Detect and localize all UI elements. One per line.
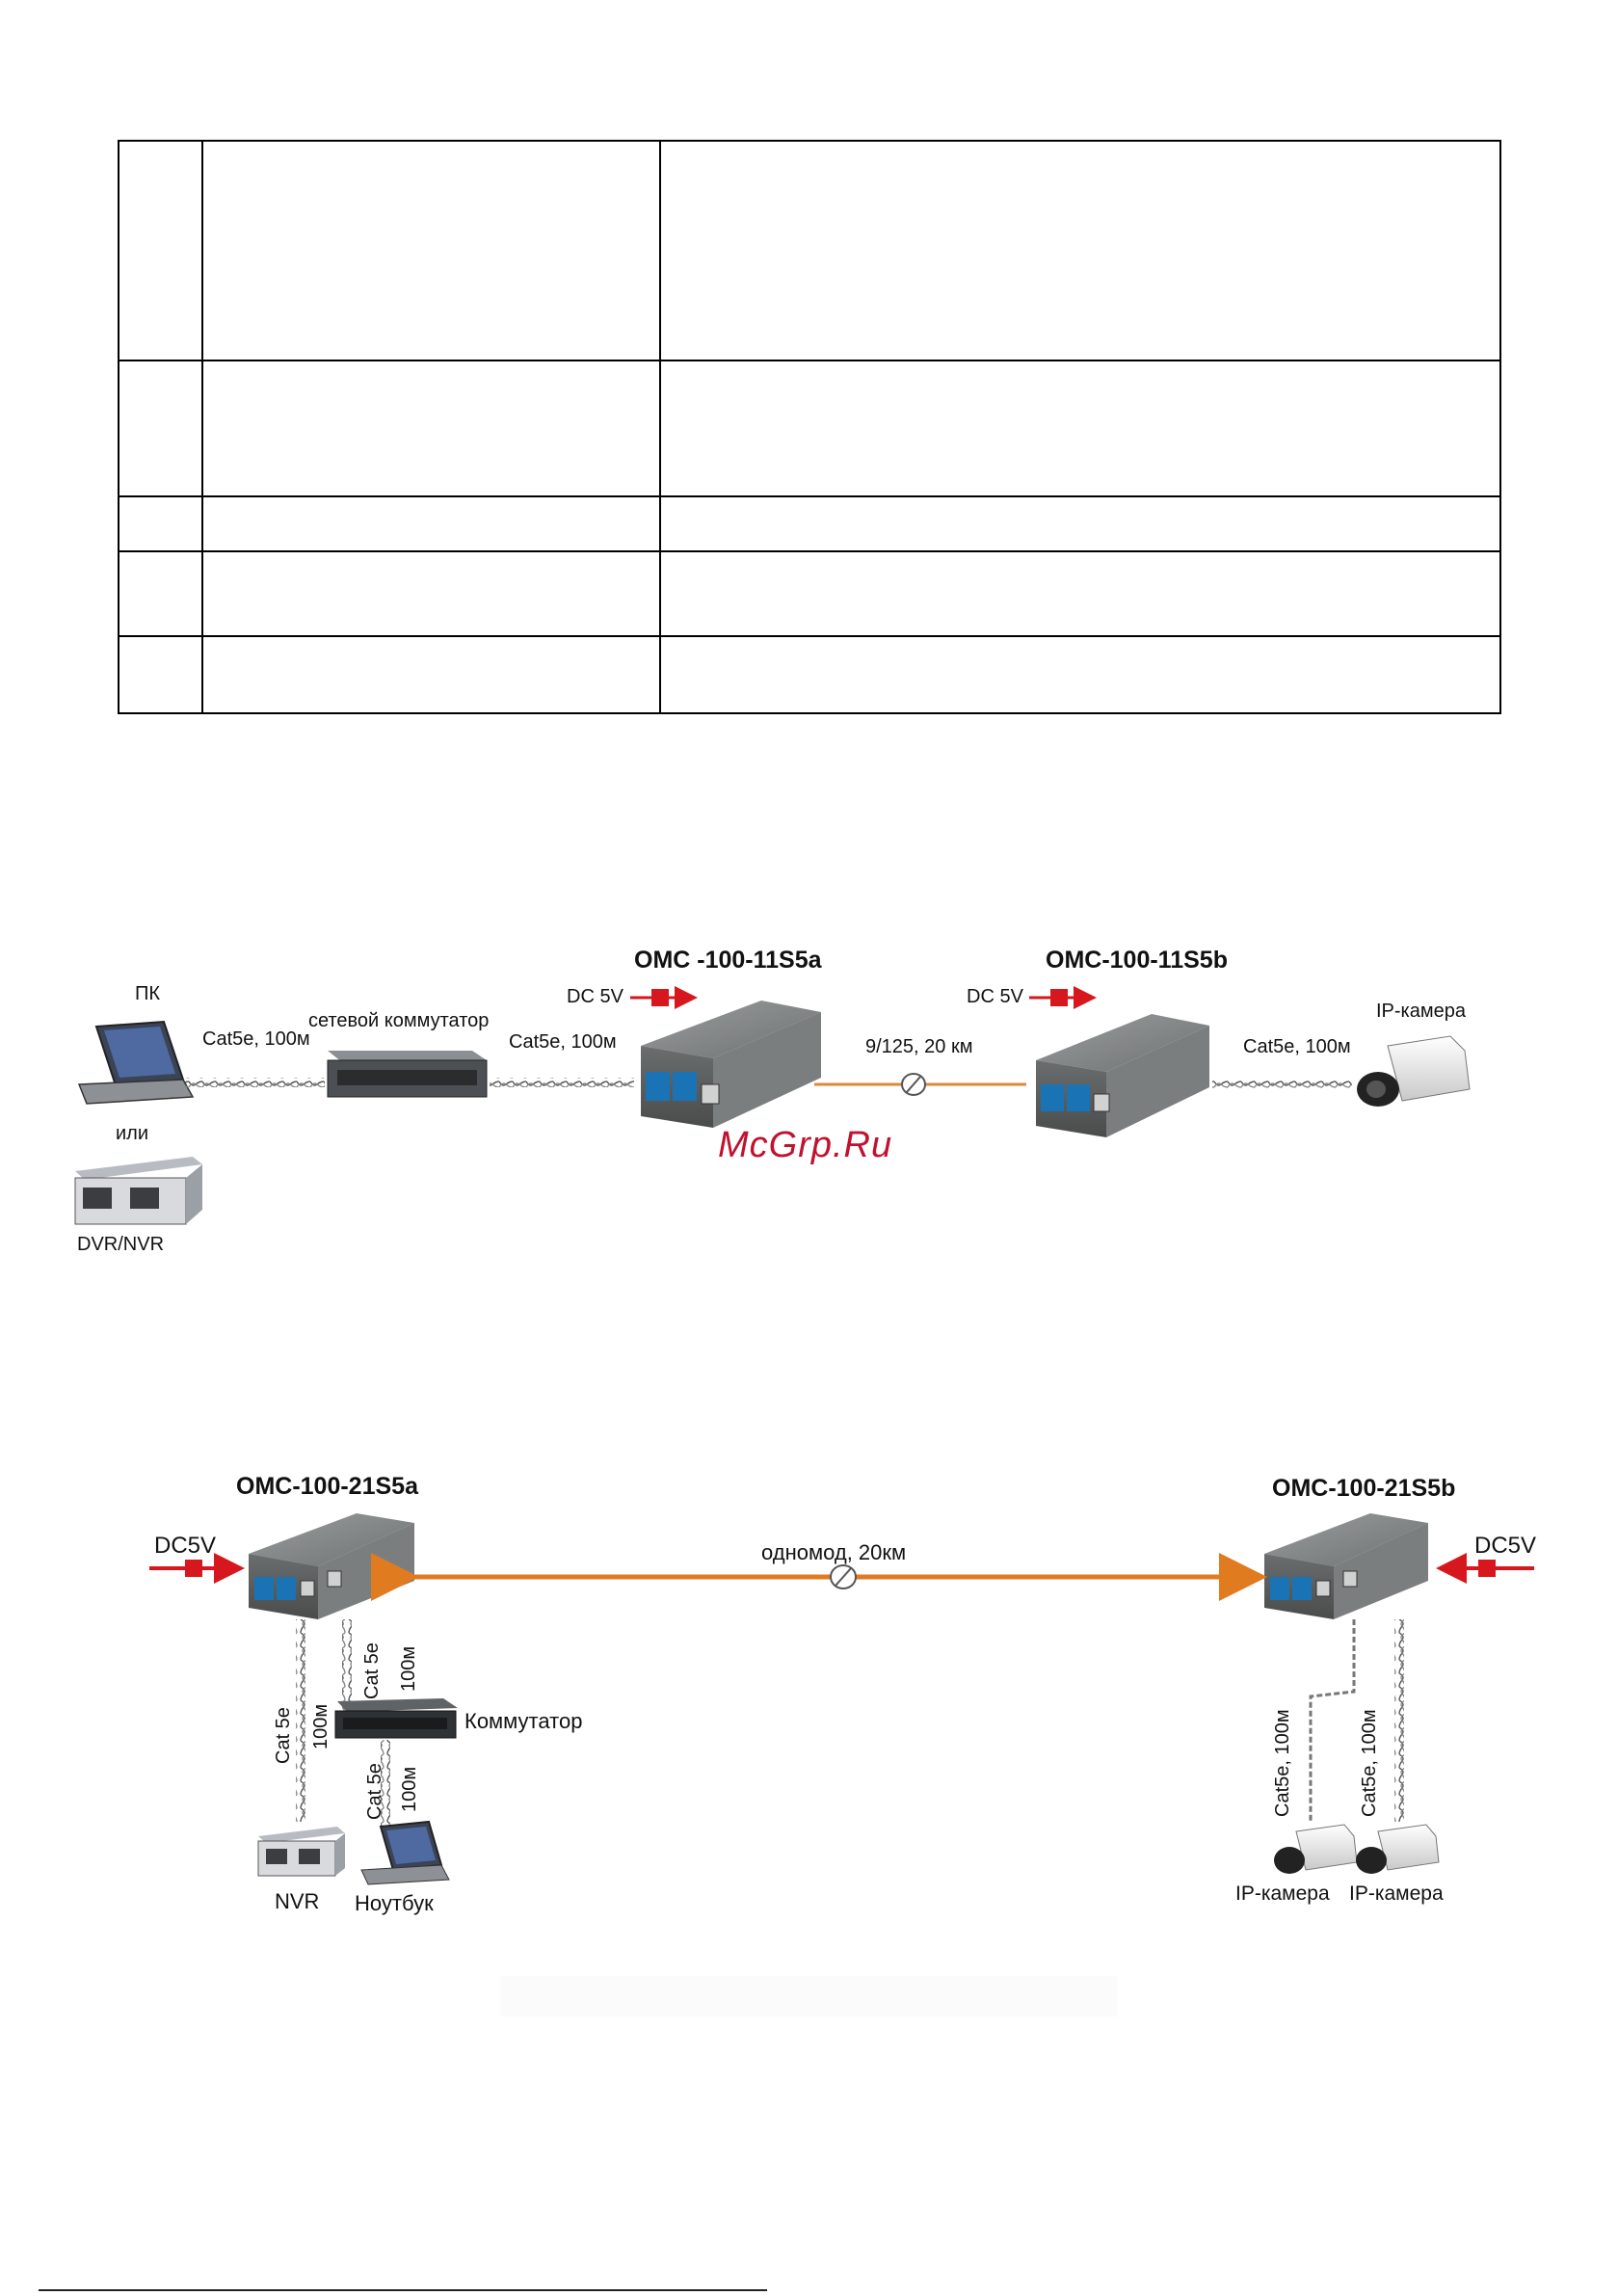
cable-down-label: Cat 5e — [364, 1763, 385, 1820]
nvr-icon — [257, 1827, 345, 1877]
cable-camera-1 — [1309, 1619, 1356, 1822]
table-cell-value — [659, 550, 1501, 637]
power-21a-label: DC5V — [154, 1533, 217, 1559]
fiber-symbol-2-icon — [830, 1564, 857, 1589]
spec-table — [118, 140, 1501, 714]
power-arrow-b-icon — [1029, 986, 1097, 1009]
table-cell-num — [118, 550, 203, 637]
cable-converter-camera — [1212, 1080, 1352, 1089]
table-cell-num — [118, 140, 203, 361]
cable-label-2: Cat5e, 100м — [509, 1031, 617, 1053]
cable-main-len: 100м — [310, 1703, 332, 1749]
table-cell-name — [201, 140, 661, 361]
model-a-label: OMC -100-11S5a — [634, 947, 822, 974]
cable-switch-converter — [490, 1078, 634, 1087]
table-cell-name — [201, 360, 661, 497]
pc-label: ПК — [135, 983, 161, 1004]
switch-2-icon — [334, 1698, 458, 1739]
camera-label: IP-камера — [1376, 1001, 1466, 1022]
cam-cable-1-label: Cat5e, 100м — [1272, 1709, 1293, 1817]
faded-caption-bar — [501, 1976, 1118, 2016]
cable-switch-laptop — [381, 1740, 390, 1827]
table-cell-value — [659, 495, 1501, 552]
power-arrow-21a-icon — [149, 1553, 245, 1584]
power-21b-label: DC5V — [1474, 1533, 1537, 1559]
dvr-nvr-label: DVR/NVR — [77, 1234, 165, 1255]
fiber-2-label: одномод, 20км — [761, 1540, 907, 1564]
ip-camera-icon — [1357, 1035, 1471, 1107]
cable-main-label: Cat 5e — [273, 1707, 294, 1764]
table-cell-num — [118, 360, 203, 497]
cable-pc-switch — [185, 1078, 325, 1087]
cable-converter-switch — [342, 1619, 352, 1711]
media-converter-b-icon — [1036, 1014, 1209, 1137]
media-converter-21a-icon — [249, 1513, 414, 1619]
table-cell-num — [118, 495, 203, 552]
media-converter-21b-icon — [1264, 1513, 1428, 1619]
cable-camera-2 — [1394, 1619, 1404, 1822]
table-row — [118, 495, 1501, 552]
table-cell-value — [659, 360, 1501, 497]
table-cell-name — [201, 550, 661, 637]
ip-camera-2-icon — [1356, 1824, 1440, 1874]
footer-line — [39, 2289, 767, 2291]
camera-1-label: IP-камера — [1235, 1882, 1330, 1905]
power-arrow-a-icon — [630, 986, 698, 1009]
camera-2-label: IP-камера — [1349, 1882, 1444, 1905]
table-row — [118, 635, 1501, 714]
cable-label-3: Cat5e, 100м — [1243, 1036, 1351, 1057]
model-21b-label: OMC-100-21S5b — [1272, 1475, 1456, 1502]
or-label: или — [116, 1123, 149, 1144]
laptop-2-icon — [360, 1820, 450, 1885]
cable-label-1: Cat5e, 100м — [202, 1028, 310, 1050]
cam-cable-2-label: Cat5e, 100м — [1359, 1709, 1380, 1817]
table-row — [118, 550, 1501, 637]
cable-down-len: 100м — [399, 1766, 420, 1812]
table-row — [118, 360, 1501, 497]
model-21a-label: OMC-100-21S5a — [236, 1473, 418, 1500]
power-b-label: DC 5V — [967, 986, 1023, 1007]
model-b-label: OMC-100-11S5b — [1046, 947, 1228, 974]
cable-up-len: 100м — [398, 1645, 419, 1692]
table-cell-value — [659, 140, 1501, 361]
dvr-nvr-icon — [74, 1157, 202, 1225]
laptop-label: Ноутбук — [355, 1891, 434, 1915]
cable-converter-nvr — [296, 1619, 305, 1822]
switch-2-label: Коммутатор — [464, 1709, 583, 1733]
fiber-symbol-icon — [901, 1073, 926, 1096]
laptop-pc-icon — [77, 1020, 195, 1105]
table-cell-name — [201, 635, 661, 714]
media-converter-a-icon — [641, 1001, 821, 1128]
table-cell-num — [118, 635, 203, 714]
cable-up-label: Cat 5e — [361, 1642, 383, 1699]
power-a-label: DC 5V — [567, 986, 623, 1007]
table-cell-name — [201, 495, 661, 552]
network-switch-icon — [327, 1051, 488, 1098]
switch-label: сетевой коммутатор — [308, 1010, 490, 1031]
table-row — [118, 140, 1501, 361]
watermark-text: McGrp.Ru — [718, 1125, 893, 1165]
table-cell-value — [659, 635, 1501, 714]
fiber-label: 9/125, 20 км — [865, 1036, 973, 1057]
nvr-label: NVR — [275, 1889, 320, 1913]
ip-camera-1-icon — [1274, 1824, 1358, 1874]
power-arrow-21b-icon — [1436, 1553, 1534, 1584]
